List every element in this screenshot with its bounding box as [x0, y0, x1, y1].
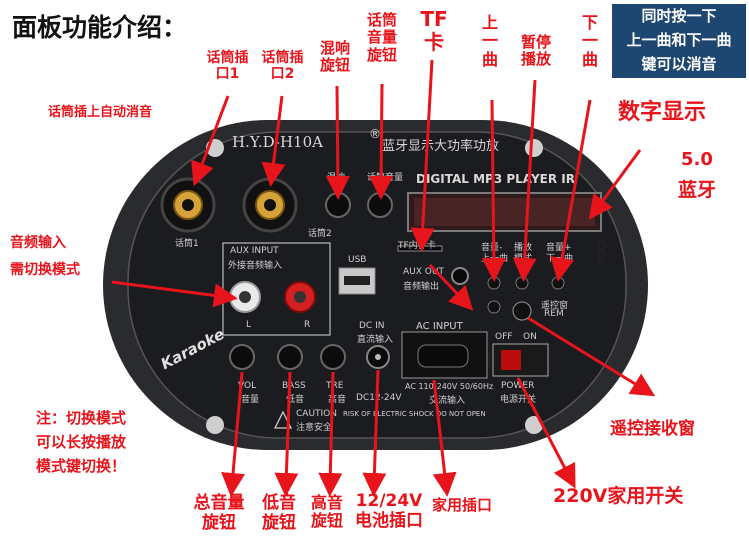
mic2-label: 话筒2: [308, 229, 332, 239]
btn-next-sub: 下一曲: [546, 254, 574, 264]
page-title: 面板功能介绍：: [12, 13, 188, 42]
off-label: OFF: [495, 332, 513, 342]
usb-label: USB: [348, 255, 367, 265]
mic1-label: 话筒1: [175, 239, 199, 249]
aux-out-sub: 音频输出: [403, 282, 440, 292]
display-label: DIGITAL MP3 PLAYER IR: [416, 172, 575, 186]
label-audio-in: 音频输入: [10, 235, 66, 251]
aux-l: L: [246, 320, 252, 330]
btn-play-sub: 模式: [514, 254, 533, 264]
master-volume-knob[interactable]: [229, 344, 255, 370]
ac-rating: AC 110-240V 50/60Hz: [405, 382, 494, 391]
label-remote-window: 遥控接收窗: [610, 419, 695, 439]
ac-sub: 交流输入: [429, 396, 466, 406]
power-label: POWER: [501, 381, 535, 391]
label-treble: 高音旋钮: [310, 493, 343, 531]
label-mic2: 话筒插口2: [261, 50, 304, 83]
treble-knob[interactable]: [320, 344, 346, 370]
bass-sub: 低音: [286, 395, 305, 405]
label-mic-volume: 话筒音量旋钮: [366, 11, 397, 64]
reverb-label: 混响: [327, 173, 346, 183]
aux-sub: 外接音频输入: [228, 261, 283, 271]
panel-brand-mark: ®: [369, 127, 381, 141]
label-bluetooth-version: 5.0: [681, 149, 713, 170]
dc-in-label: DC IN: [359, 321, 385, 331]
vol-sub: 音量: [241, 395, 260, 405]
ac-input-label: AC INPUT: [416, 321, 463, 332]
label-audio-in-note: 需切换模式: [10, 262, 80, 278]
bluetooth-icon: [595, 238, 608, 263]
dc-in-sub: 直流输入: [357, 335, 394, 345]
screw-icon: [206, 139, 224, 157]
aux-r: R: [304, 320, 311, 330]
label-tf: TF卡: [420, 7, 448, 54]
label-master-volume: 总音量旋钮: [193, 493, 245, 533]
rem-en: REM: [544, 309, 564, 319]
label-next: 下一曲: [581, 13, 598, 69]
label-power-switch: 220V家用开关: [553, 485, 684, 507]
label-mode-note: 注：切换模式 可以长按播放 模式键切换！: [36, 406, 126, 478]
label-bluetooth: 蓝牙: [678, 179, 717, 201]
warning-text: RISK OF ELECTRIC SHOCK DO NOT OPEN: [343, 410, 486, 418]
label-pause: 暂停播放: [520, 33, 551, 69]
mode-note-line: 可以长按播放: [36, 433, 127, 451]
play-button[interactable]: [515, 276, 529, 290]
aux-title: AUX INPUT: [230, 246, 279, 256]
tf-label: TF内存卡: [398, 241, 436, 251]
tip-line: 上一曲和下一曲: [626, 31, 732, 49]
label-digital-display: 数字显示: [618, 100, 707, 125]
bass-label: BASS: [282, 381, 306, 391]
mic-volume-label: 话筒音量: [367, 173, 404, 183]
screw-icon: [525, 139, 543, 157]
label-reverb: 混响旋钮: [319, 39, 350, 75]
btn-prev-sub: 上一曲: [481, 254, 509, 264]
reverb-knob[interactable]: [325, 192, 351, 218]
on-label: ON: [523, 332, 537, 342]
mode-note-line: 注：切换模式: [36, 409, 127, 427]
tip-box: 同时按一下 上一曲和下一曲 键可以消音: [612, 4, 746, 78]
mic-volume-knob[interactable]: [367, 192, 393, 218]
panel-brand: H.Y.D-H10A: [232, 133, 323, 151]
tre-sub: 高音: [328, 395, 347, 405]
screw-icon: [206, 416, 224, 434]
panel-brand-desc: 蓝牙显示大功率功放: [382, 139, 500, 154]
caution-label: CAUTION: [296, 409, 337, 419]
label-dc-input: 12/24V电池插口: [355, 491, 423, 531]
tre-label: TRE: [326, 381, 344, 391]
label-prev: 上一曲: [481, 13, 498, 69]
power-sub: 电源开关: [500, 395, 537, 405]
mode-note-line: 模式键切换！: [36, 457, 127, 475]
aux-out-jack[interactable]: [451, 267, 469, 285]
label-builtin-bt: 内置蓝牙: [603, 257, 619, 327]
label-ac-input: 家用插口: [432, 496, 493, 514]
tip-line: 键可以消音: [641, 55, 717, 73]
caution-sub: 注意安全: [296, 423, 333, 433]
dc-rating: DC12-24V: [356, 393, 402, 403]
rem-label: 遥控窗: [541, 301, 569, 311]
vol-label: VOL: [238, 381, 257, 391]
label-bass: 低音旋钮: [262, 493, 296, 533]
label-mic1: 话筒插口1: [206, 50, 249, 83]
aux-out-label: AUX OUT: [403, 267, 444, 277]
label-mic-mute: 话筒插上自动消音: [48, 105, 153, 120]
bass-knob[interactable]: [277, 344, 303, 370]
remote-receiver: [512, 301, 532, 321]
prev-button[interactable]: [487, 276, 501, 290]
tip-line: 同时按一下: [641, 7, 717, 25]
next-button[interactable]: [551, 276, 565, 290]
screw-icon: [525, 416, 543, 434]
extra-button-1[interactable]: [487, 300, 501, 314]
